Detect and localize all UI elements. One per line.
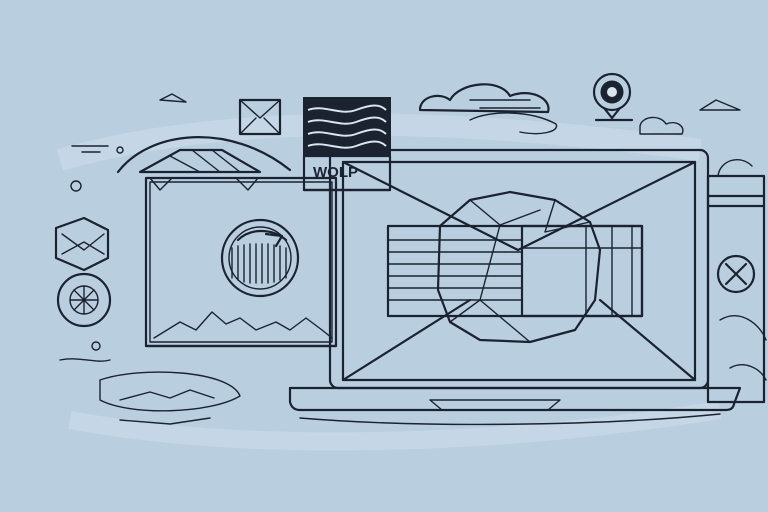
- side-panel-right: [706, 158, 766, 404]
- browser-window: [144, 176, 338, 348]
- cross-circle-icon: [716, 254, 767, 381]
- cloud-icon: [159, 83, 741, 135]
- globe-icon: [436, 190, 602, 344]
- wolp-sign-label: WOLP: [313, 164, 358, 181]
- seal-icon: [220, 218, 300, 298]
- laptop-icon: [288, 148, 742, 426]
- mountains-icon: [153, 311, 333, 339]
- house-roof-icon: [116, 136, 292, 191]
- emblem-icon: [54, 216, 110, 272]
- location-pin-icon: [592, 72, 634, 122]
- wolp-sign: [302, 97, 392, 192]
- ship-wheel-icon: [56, 272, 112, 328]
- package-box-icon: [386, 224, 644, 318]
- decorative-dots: [59, 145, 241, 425]
- envelope-icon: [238, 98, 282, 136]
